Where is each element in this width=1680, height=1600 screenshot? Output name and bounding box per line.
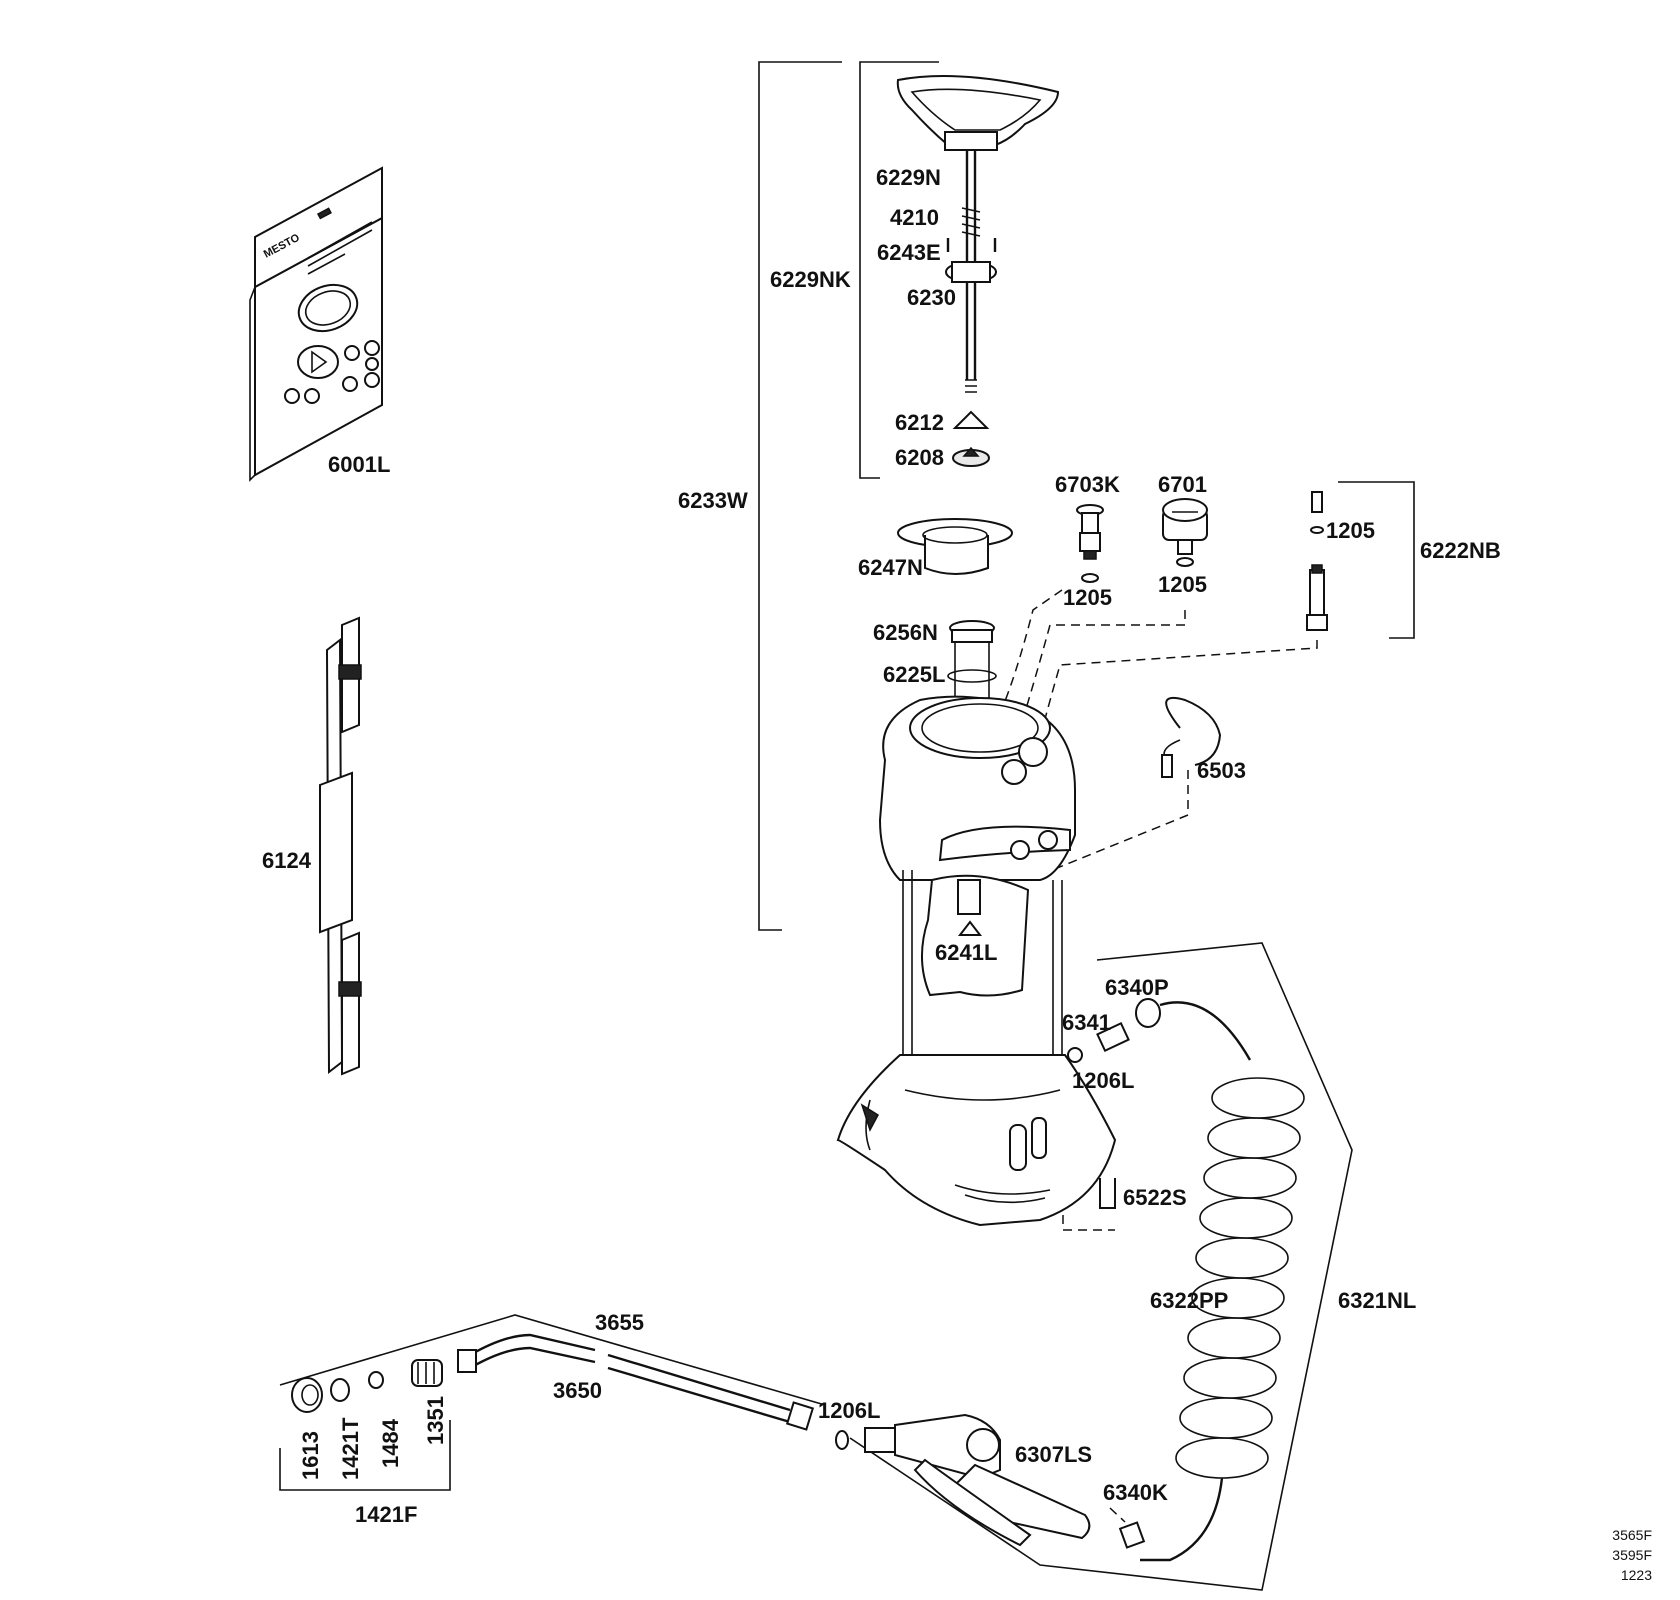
spray-gun [864, 1413, 1091, 1547]
label-6341: 6341 [1062, 1010, 1111, 1035]
label-1206L-a: 1206L [1072, 1068, 1134, 1093]
label-6208: 6208 [895, 445, 944, 470]
bracket-3655 [279, 1314, 826, 1406]
air-valve-set [1306, 491, 1328, 631]
carrying-strap [319, 616, 362, 1076]
label-1613: 1613 [298, 1431, 323, 1480]
pressure-gauge [1162, 498, 1208, 567]
hose-nut [1118, 1521, 1146, 1549]
label-6233W: 6233W [678, 488, 748, 513]
sprayer-tank [836, 695, 1117, 1227]
pressure-relief-valve [1076, 504, 1104, 583]
label-1205-c: 1205 [1326, 518, 1375, 543]
label-6522S: 6522S [1123, 1185, 1187, 1210]
label-6340K: 6340K [1103, 1480, 1168, 1505]
label-6340P: 6340P [1105, 975, 1169, 1000]
bracket-6233W [758, 61, 842, 931]
label-6503: 6503 [1197, 758, 1246, 783]
coiled-hose [1140, 1001, 1305, 1562]
bracket-1421F [279, 1420, 451, 1491]
gun-washer [835, 1430, 849, 1450]
base-clip [1099, 1178, 1116, 1209]
label-3650: 3650 [553, 1378, 602, 1403]
bracket-6229NK [859, 61, 939, 479]
label-6703K: 6703K [1055, 472, 1120, 497]
label-6307LS: 6307LS [1015, 1442, 1092, 1467]
pump-handle-assembly [896, 75, 1060, 467]
filter-funnel [897, 518, 1013, 575]
label-6225L: 6225L [883, 662, 945, 687]
label-6222NB: 6222NB [1420, 538, 1501, 563]
label-1206L-b: 1206L [818, 1398, 880, 1423]
label-3655: 3655 [595, 1310, 644, 1335]
label-6212: 6212 [895, 410, 944, 435]
nozzle-parts [291, 1359, 443, 1413]
bracket-6321NL [849, 942, 1353, 1591]
label-6256N: 6256N [873, 620, 938, 645]
code-3595F: 3595F [1612, 1547, 1652, 1563]
bracket-6222NB [1338, 481, 1415, 639]
label-1484: 1484 [378, 1418, 403, 1468]
label-1421F: 1421F [355, 1502, 417, 1527]
label-6230: 6230 [907, 285, 956, 310]
label-4210: 4210 [890, 205, 939, 230]
label-6247N: 6247N [858, 555, 923, 580]
label-6241L: 6241L [935, 940, 997, 965]
label-1351: 1351 [423, 1396, 448, 1445]
code-1223: 1223 [1621, 1567, 1652, 1583]
label-1205-a: 1205 [1063, 585, 1112, 610]
label-6321NL: 6321NL [1338, 1288, 1416, 1313]
label-6701: 6701 [1158, 472, 1207, 497]
label-6229NK: 6229NK [770, 267, 851, 292]
spray-lance [457, 1333, 815, 1431]
label-6124: 6124 [262, 848, 312, 873]
label-6229N: 6229N [876, 165, 941, 190]
code-3565F: 3565F [1612, 1527, 1652, 1543]
label-6243E: 6243E [877, 240, 941, 265]
label-6322PP: 6322PP [1150, 1288, 1228, 1313]
lance-holder-clip [1161, 696, 1222, 778]
label-1205-b: 1205 [1158, 572, 1207, 597]
label-1421T: 1421T [338, 1417, 363, 1480]
hose-connector [1067, 998, 1161, 1063]
seal-kit-package: MESTO [249, 166, 383, 482]
label-6001L: 6001L [328, 452, 390, 477]
